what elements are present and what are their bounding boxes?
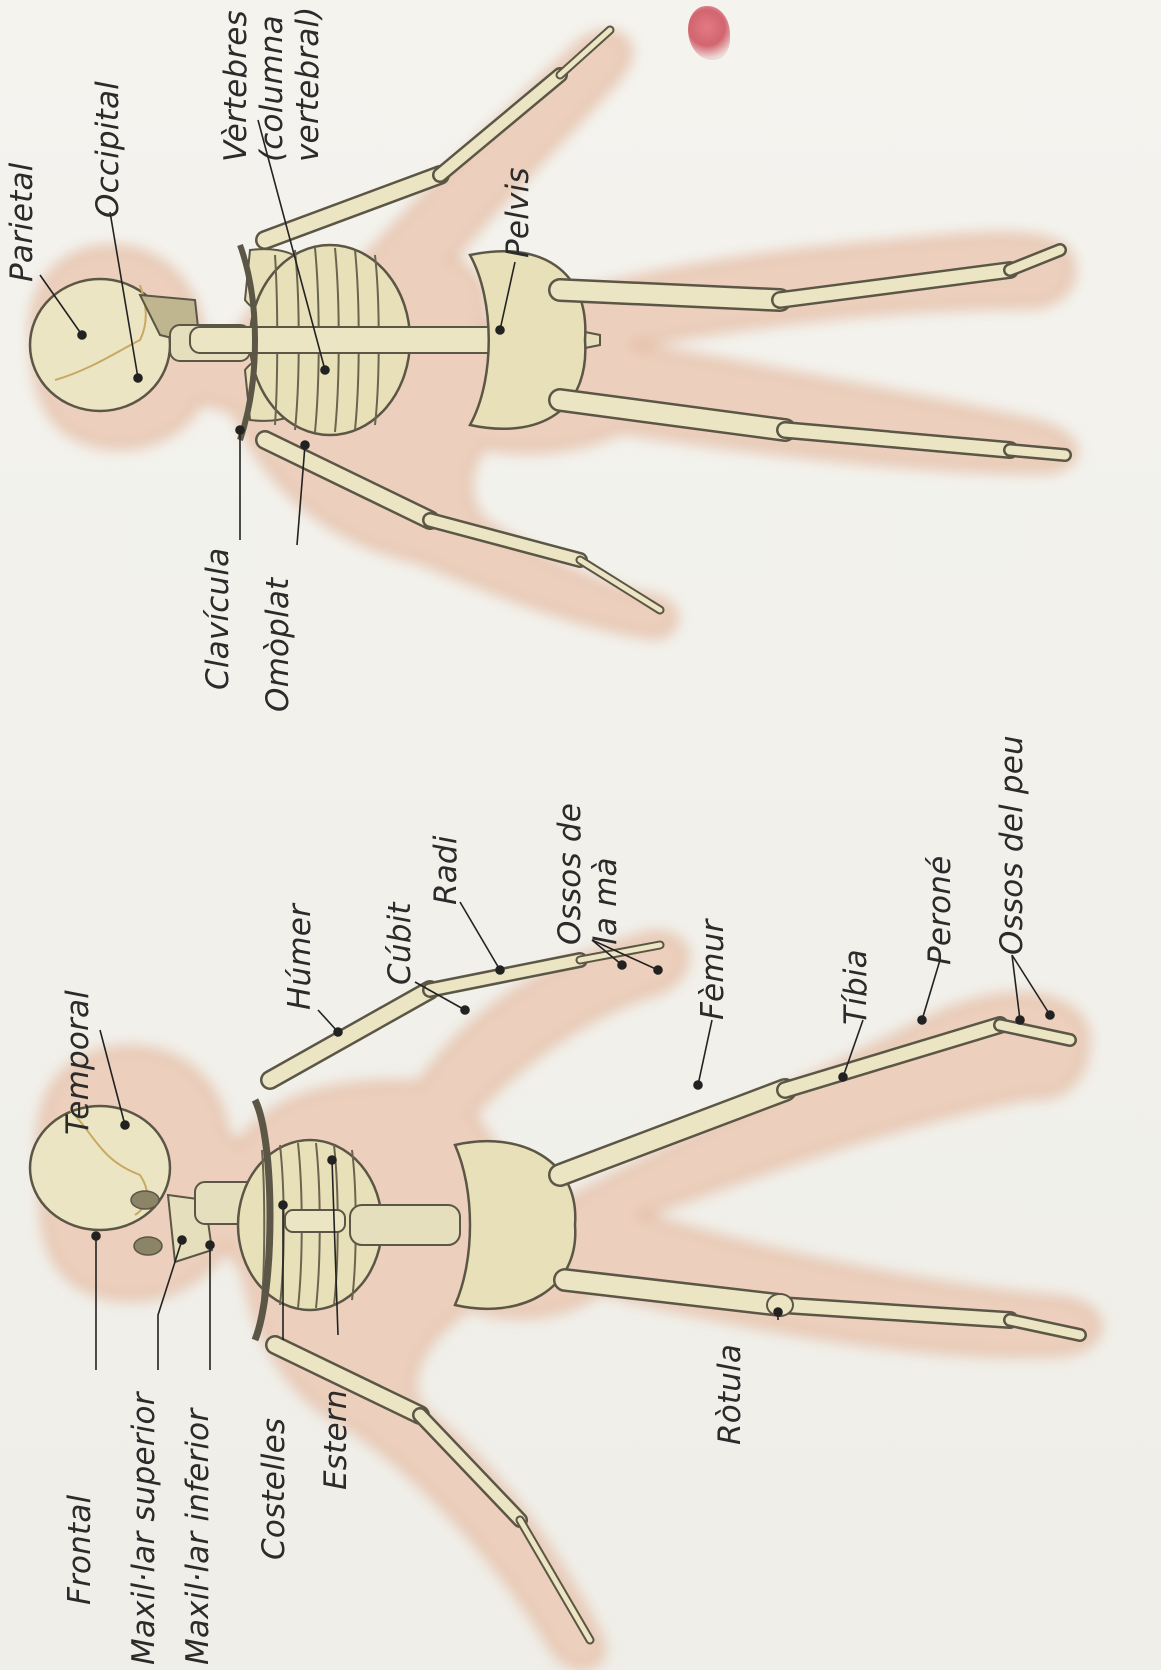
label-maxillar-superior-text: Maxil·lar superior	[126, 1392, 162, 1665]
label-temporal-text: Temporal	[60, 990, 96, 1135]
label-ossos-ma-line2: la mà	[588, 803, 624, 945]
label-vertebres: Vèrtebres (columna vertebral)	[218, 6, 326, 162]
label-pelvis-text: Pelvis	[500, 167, 536, 258]
front-sternum	[285, 1210, 345, 1232]
label-ossos-peu: Ossos del peu	[994, 735, 1030, 955]
label-rotula: Ròtula	[712, 1344, 748, 1445]
label-maxillar-inferior: Maxil·lar inferior	[180, 1409, 216, 1665]
label-frontal: Frontal	[62, 1495, 98, 1605]
label-perone-text: Peroné	[922, 856, 958, 965]
label-tibia-text: Tíbia	[838, 949, 874, 1025]
label-humer: Húmer	[282, 904, 318, 1010]
label-humer-text: Húmer	[282, 904, 318, 1010]
front-skull	[30, 1106, 170, 1230]
label-omoplat: Omòplat	[260, 578, 296, 712]
label-ossos-ma: Ossos de la mà	[552, 803, 624, 945]
label-vertebres-line3: vertebral)	[290, 6, 326, 162]
label-cubit-text: Cúbit	[382, 902, 418, 985]
back-skeleton	[30, 30, 1074, 636]
label-costelles: Costelles	[256, 1418, 292, 1560]
label-ossos-peu-text: Ossos del peu	[994, 735, 1030, 955]
label-tibia: Tíbia	[838, 949, 874, 1025]
label-estern: Estern	[318, 1389, 354, 1490]
label-clavicula-text: Clavícula	[200, 548, 236, 690]
label-femur: Fèmur	[695, 920, 731, 1021]
label-occipital: Occipital	[90, 81, 126, 218]
label-parietal-text: Parietal	[4, 163, 40, 283]
label-estern-text: Estern	[318, 1389, 354, 1490]
label-ossos-ma-line1: Ossos de	[552, 803, 588, 945]
front-lumbar-spine	[350, 1205, 460, 1245]
label-omoplat-text: Omòplat	[260, 578, 296, 712]
label-frontal-text: Frontal	[62, 1495, 98, 1605]
front-eye-socket	[134, 1237, 162, 1255]
label-pelvis: Pelvis	[500, 167, 536, 258]
label-vertebres-line2: (columna	[254, 6, 290, 162]
label-radi: Radi	[428, 835, 464, 905]
label-occipital-text: Occipital	[90, 81, 126, 218]
label-perone: Peroné	[922, 856, 958, 965]
label-temporal: Temporal	[60, 990, 96, 1135]
label-costelles-text: Costelles	[256, 1418, 292, 1560]
label-radi-text: Radi	[428, 835, 464, 905]
front-eye-socket	[131, 1191, 159, 1209]
label-cubit: Cúbit	[382, 902, 418, 985]
label-rotula-text: Ròtula	[712, 1344, 748, 1445]
label-parietal: Parietal	[4, 163, 40, 283]
label-vertebres-line1: Vèrtebres	[218, 6, 254, 162]
label-clavicula: Clavícula	[200, 548, 236, 690]
label-maxillar-inferior-text: Maxil·lar inferior	[180, 1409, 216, 1665]
label-femur-text: Fèmur	[695, 920, 731, 1021]
label-maxillar-superior: Maxil·lar superior	[126, 1392, 162, 1665]
